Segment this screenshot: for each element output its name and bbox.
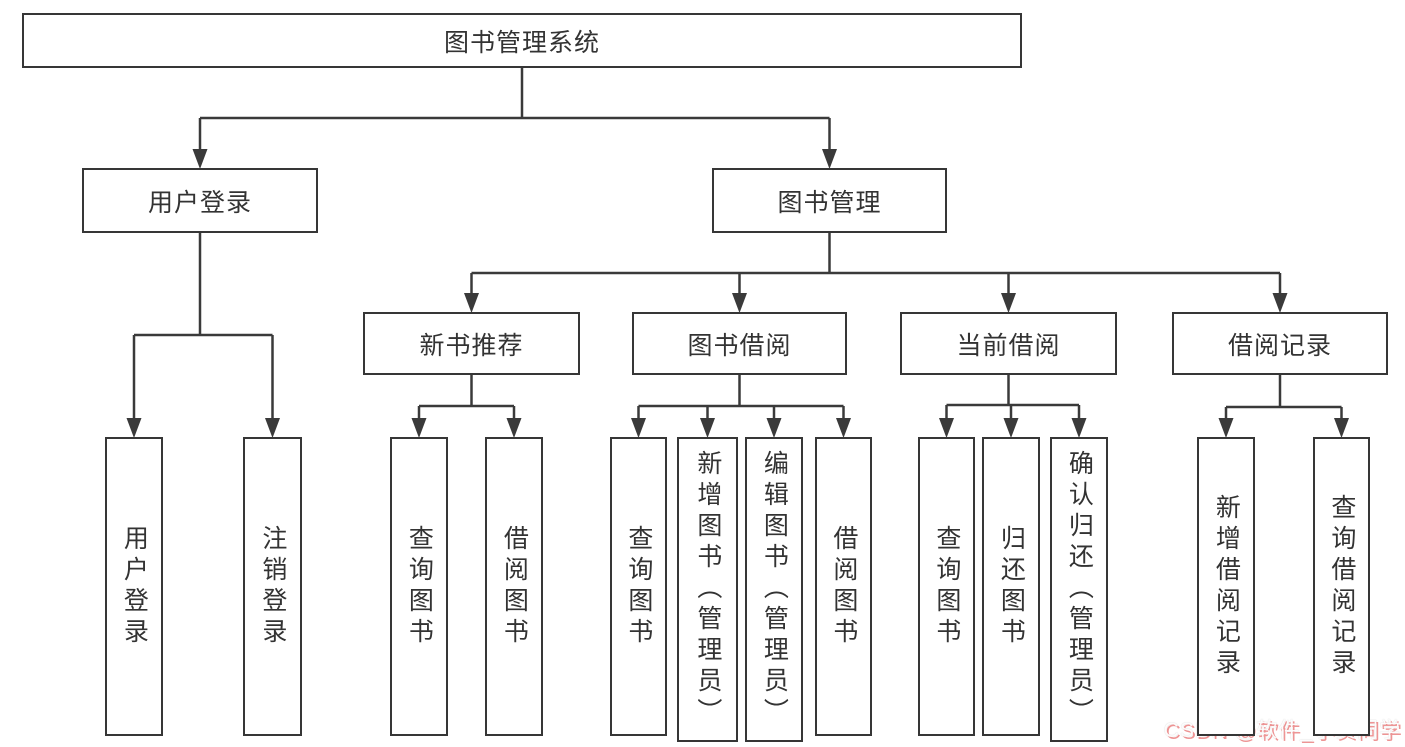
node-query-borrow-record: 查询借阅记录 bbox=[1313, 437, 1370, 736]
node-borrow-books-recommend: 借阅图书 bbox=[485, 437, 543, 736]
node-logout: 注销登录 bbox=[243, 437, 302, 736]
node-edit-books-admin-label: 编辑图书（管理员） bbox=[760, 450, 789, 729]
node-add-borrow-record: 新增借阅记录 bbox=[1197, 437, 1255, 736]
node-borrow-books: 借阅图书 bbox=[815, 437, 872, 736]
node-current-borrowing: 当前借阅 bbox=[900, 312, 1117, 375]
node-current-borrowing-label: 当前借阅 bbox=[956, 331, 1061, 360]
node-library-management-system: 图书管理系统 bbox=[22, 13, 1022, 68]
node-query-books-recommend-label: 查询图书 bbox=[405, 524, 434, 649]
node-query-books-recommend: 查询图书 bbox=[390, 437, 448, 736]
node-borrow-books-recommend-label: 借阅图书 bbox=[500, 524, 529, 649]
node-edit-books-admin: 编辑图书（管理员） bbox=[745, 437, 803, 742]
node-query-borrow-record-label: 查询借阅记录 bbox=[1327, 493, 1356, 680]
node-confirm-return-admin: 确认归还（管理员） bbox=[1050, 437, 1108, 742]
node-add-books-admin: 新增图书（管理员） bbox=[677, 437, 738, 742]
node-borrow-books-label: 借阅图书 bbox=[829, 524, 858, 649]
node-logout-label: 注销登录 bbox=[258, 524, 287, 649]
node-query-books-borrowing: 查询图书 bbox=[610, 437, 667, 736]
node-query-books-current-label: 查询图书 bbox=[932, 524, 961, 649]
node-return-books: 归还图书 bbox=[982, 437, 1040, 736]
node-confirm-return-admin-label: 确认归还（管理员） bbox=[1065, 450, 1094, 729]
node-add-borrow-record-label: 新增借阅记录 bbox=[1212, 493, 1241, 680]
node-query-books-borrowing-label: 查询图书 bbox=[624, 524, 653, 649]
node-return-books-label: 归还图书 bbox=[997, 524, 1026, 649]
node-book-management-label: 图书管理 bbox=[777, 188, 882, 217]
node-book-management: 图书管理 bbox=[712, 168, 947, 233]
node-user-login-leaf-label: 用户登录 bbox=[120, 524, 149, 649]
node-new-book-recommendation-label: 新书推荐 bbox=[419, 331, 524, 360]
node-book-borrowing: 图书借阅 bbox=[632, 312, 847, 375]
node-user-login-label: 用户登录 bbox=[147, 188, 252, 217]
node-book-borrowing-label: 图书借阅 bbox=[687, 331, 792, 360]
node-user-login: 用户登录 bbox=[82, 168, 318, 233]
node-user-login-leaf: 用户登录 bbox=[105, 437, 163, 736]
node-add-books-admin-label: 新增图书（管理员） bbox=[693, 450, 722, 729]
node-borrowing-records-label: 借阅记录 bbox=[1227, 331, 1332, 360]
node-borrowing-records: 借阅记录 bbox=[1172, 312, 1388, 375]
node-library-management-system-label: 图书管理系统 bbox=[443, 28, 600, 57]
node-new-book-recommendation: 新书推荐 bbox=[363, 312, 580, 375]
node-query-books-current: 查询图书 bbox=[918, 437, 975, 736]
